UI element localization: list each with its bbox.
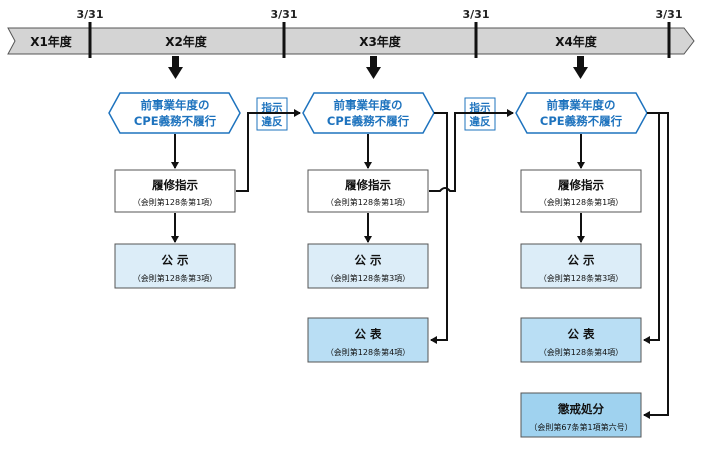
cpe-nonfulfillment-hexagon: 前事業年度の CPE義務不履行	[108, 92, 241, 134]
violation-line2: 違反	[470, 115, 491, 128]
hexagon-line1: 前事業年度の	[334, 98, 403, 112]
notice-box: 公 示 （会則第128条第3項）	[520, 243, 642, 289]
violation-connector	[236, 109, 301, 192]
hexagon-line1: 前事業年度の	[547, 98, 616, 112]
instruction-title: 履修指示	[557, 178, 604, 192]
year-label: X4年度	[555, 34, 598, 49]
publication-title: 公 表	[567, 327, 595, 341]
notice-article: （会則第128条第3項）	[133, 273, 217, 283]
date-label: 3/31	[77, 8, 104, 21]
publication-article: （会則第128条第4項）	[539, 347, 623, 357]
year-start-arrow	[366, 56, 381, 79]
instruction-article: （会則第128条第1項）	[133, 197, 217, 207]
publication-connector	[643, 112, 660, 344]
year-start-arrow	[573, 56, 588, 79]
instruction-box: 履修指示 （会則第128条第1項）	[114, 169, 236, 213]
year-start-arrow	[168, 56, 183, 79]
publication-box: 公 表 （会則第128条第4項）	[520, 317, 642, 363]
publication-connector	[430, 112, 448, 344]
violation-line1: 指示	[470, 101, 491, 114]
violation-line1: 指示	[262, 101, 283, 114]
discipline-connector	[643, 112, 669, 419]
notice-title: 公 示	[161, 253, 189, 267]
instruction-box: 履修指示 （会則第128条第1項）	[307, 169, 429, 213]
hexagon-line2: CPE義務不履行	[540, 114, 623, 128]
date-label: 3/31	[656, 8, 683, 21]
publication-title: 公 表	[354, 327, 382, 341]
instruction-title: 履修指示	[151, 178, 198, 192]
publication-article: （会則第128条第4項）	[326, 347, 410, 357]
notice-title: 公 示	[354, 253, 382, 267]
year-label: X1年度	[30, 34, 73, 49]
instruction-article: （会則第128条第1項）	[326, 197, 410, 207]
hexagon-line2: CPE義務不履行	[134, 114, 217, 128]
cpe-nonfulfillment-hexagon: 前事業年度の CPE義務不履行	[515, 92, 648, 134]
discipline-article: （会則第67条第1項第六号）	[529, 422, 632, 432]
notice-box: 公 示 （会則第128条第3項）	[307, 243, 429, 289]
discipline-title: 懲戒処分	[557, 402, 604, 416]
publication-box: 公 表 （会則第128条第4項）	[307, 317, 429, 363]
notice-box: 公 示 （会則第128条第3項）	[114, 243, 236, 289]
instruction-title: 履修指示	[344, 178, 391, 192]
instruction-box: 履修指示 （会則第128条第1項）	[520, 169, 642, 213]
hexagon-line2: CPE義務不履行	[327, 114, 410, 128]
disciplinary-action-box: 懲戒処分 （会則第67条第1項第六号）	[520, 392, 642, 438]
date-label: 3/31	[271, 8, 298, 21]
cpe-nonfulfillment-hexagon: 前事業年度の CPE義務不履行	[302, 92, 435, 134]
notice-article: （会則第128条第3項）	[326, 273, 410, 283]
instruction-article: （会則第128条第1項）	[539, 197, 623, 207]
timeline-bar	[7, 27, 695, 55]
violation-line2: 違反	[262, 115, 283, 128]
year-label: X3年度	[359, 34, 402, 49]
notice-title: 公 示	[567, 253, 595, 267]
date-label: 3/31	[463, 8, 490, 21]
notice-article: （会則第128条第3項）	[539, 273, 623, 283]
hexagon-line1: 前事業年度の	[141, 98, 210, 112]
year-label: X2年度	[165, 34, 208, 49]
